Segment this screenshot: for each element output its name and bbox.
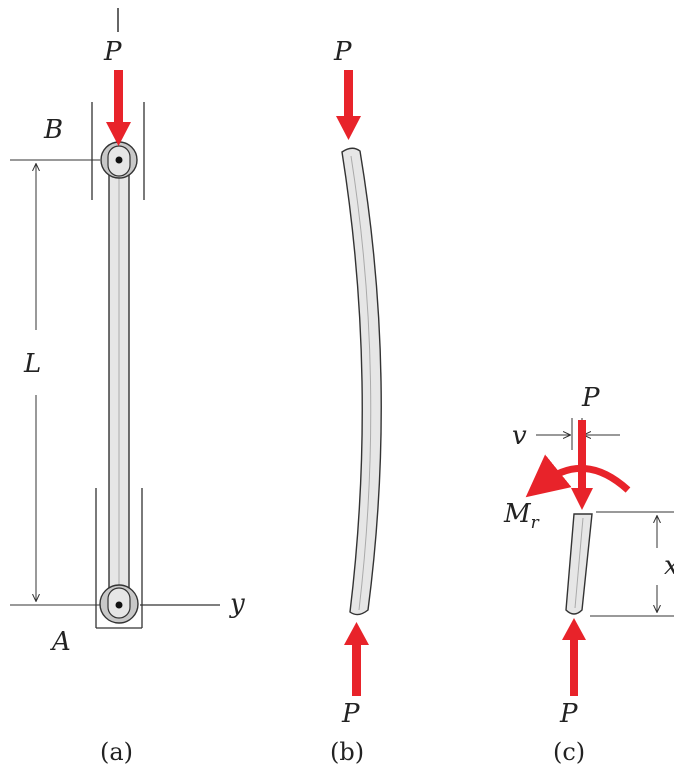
column-segment-centerline (574, 517, 584, 609)
buckled-column (341, 147, 382, 616)
pin-b-center (115, 156, 123, 164)
load-arrow-a (106, 70, 131, 146)
panel-b: P P (b) (330, 37, 382, 766)
panel-c: P v Mr x P (c) (503, 383, 674, 766)
load-label-b-bottom: P (341, 699, 360, 729)
load-arrow-c-bottom (562, 618, 586, 696)
buckled-column-centerline (350, 155, 372, 611)
caption-c: (c) (553, 738, 585, 766)
length-label: L (23, 349, 41, 379)
moment-label: Mr (503, 499, 540, 533)
caption-b: (b) (330, 738, 364, 766)
load-arrow-b-bottom (344, 622, 369, 696)
panel-a: P B L A y (a) (10, 8, 245, 766)
load-label-b-top: P (333, 37, 352, 67)
load-arrow-c-top (571, 420, 593, 510)
pin-a-center (115, 601, 123, 609)
load-label-a: P (103, 37, 122, 67)
load-label-c-bottom: P (559, 699, 578, 729)
load-arrow-b-top (336, 70, 361, 140)
axis-label-y: y (229, 589, 245, 619)
support-label-b: B (43, 115, 63, 145)
moment-label-subscript: r (531, 513, 540, 533)
support-label-a: A (50, 627, 71, 657)
position-label: x (664, 551, 674, 581)
load-label-c-top: P (581, 383, 600, 413)
caption-a: (a) (100, 738, 133, 766)
moment-label-main: M (503, 499, 532, 529)
deflection-label: v (512, 421, 527, 451)
